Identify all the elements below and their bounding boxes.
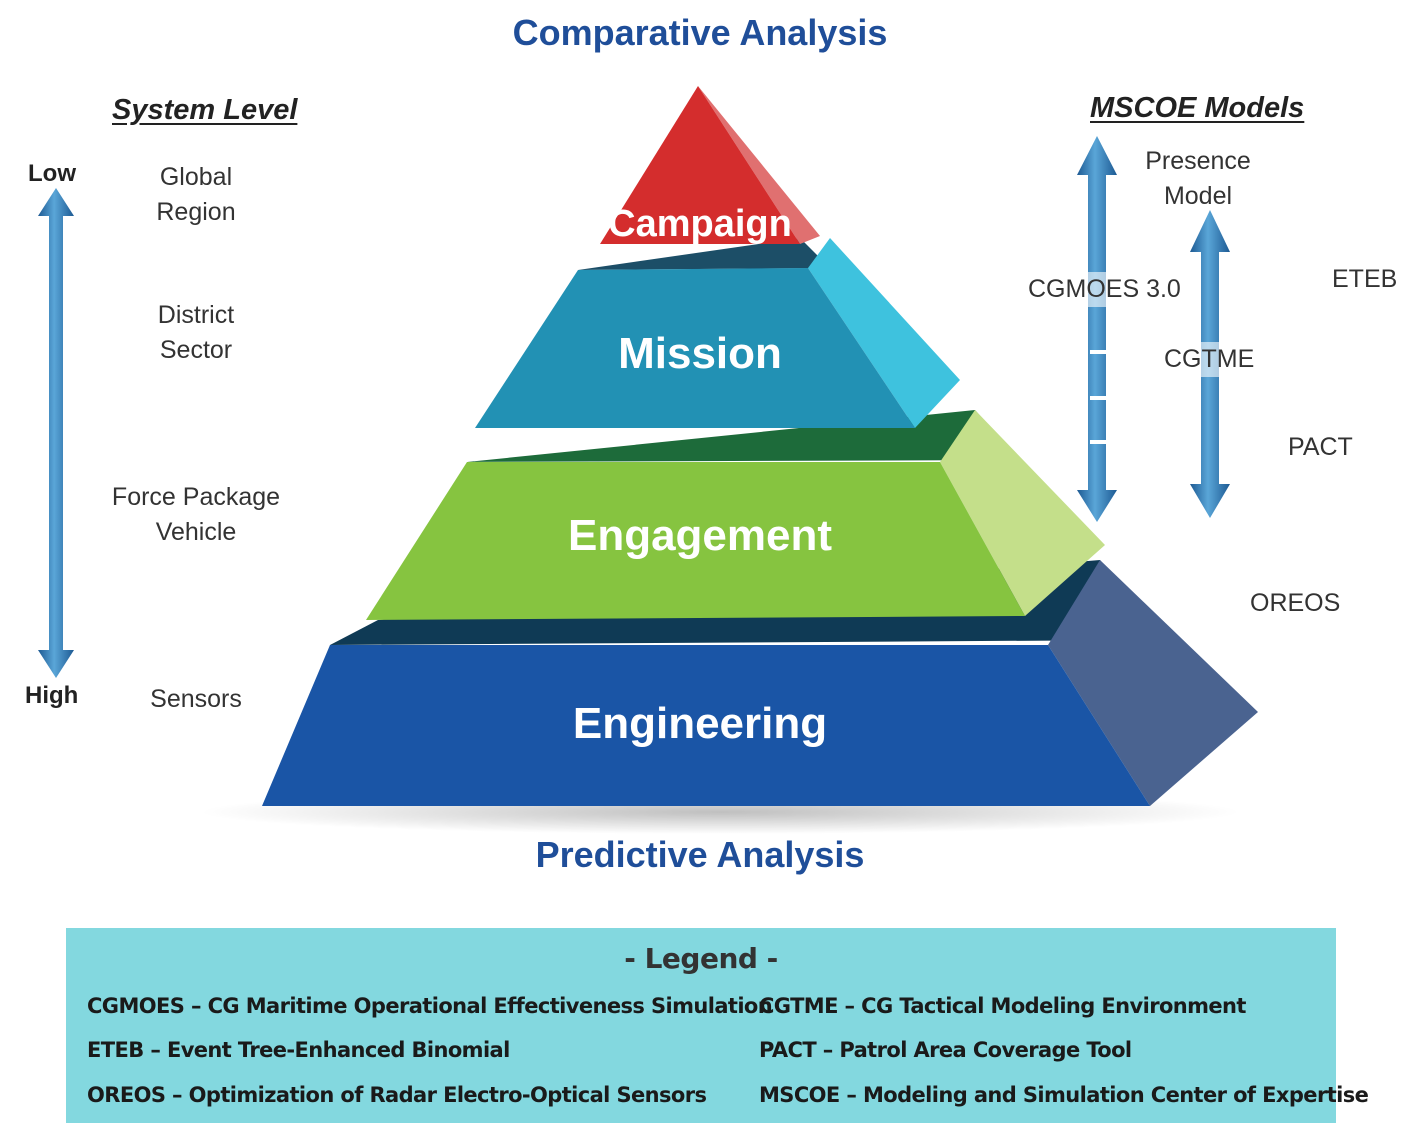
low-label: Low: [28, 160, 76, 187]
model-eteb: ETEB: [1332, 265, 1398, 293]
legend-item-oreos: OREOS – Optimization of Radar Electro-Op…: [87, 1083, 707, 1107]
legend-item-mscoe: MSCOE – Modeling and Simulation Center o…: [759, 1083, 1369, 1107]
legend-item-eteb: ETEB – Event Tree-Enhanced Binomial: [87, 1038, 510, 1062]
tier-label-campaign: Campaign: [608, 203, 792, 245]
pyramid-diagram: Campaign Mission Engagement Engineering: [200, 86, 1258, 834]
level-force-package-vehicle: Force Package Vehicle: [111, 483, 281, 546]
legend-item-cgtme: CGTME – CG Tactical Modeling Environment: [759, 994, 1246, 1018]
tier-engagement: [366, 410, 1105, 620]
tier-mission: [475, 238, 960, 428]
bottom-title: Predictive Analysis: [535, 834, 865, 875]
top-title: Comparative Analysis: [512, 12, 888, 53]
tier-label-engineering: Engineering: [573, 699, 827, 748]
model-cgtme: CGTME: [1164, 342, 1255, 377]
mscoe-heading: MSCOE Models: [1090, 92, 1305, 124]
tier-label-engagement: Engagement: [568, 511, 832, 560]
level-sensors: Sensors: [150, 685, 242, 713]
cgmoes-arrow-icon: [1077, 136, 1117, 522]
system-level-arrow-icon: [38, 188, 74, 678]
tier-label-mission: Mission: [618, 329, 782, 378]
legend-box: - Legend - CGMOES – CG Maritime Operatio…: [66, 928, 1369, 1123]
tier-campaign: [600, 86, 820, 244]
model-oreos: OREOS: [1250, 589, 1341, 617]
model-pact: PACT: [1288, 433, 1353, 461]
model-cgmoes: CGMOES 3.0: [1028, 272, 1181, 307]
legend-item-pact: PACT – Patrol Area Coverage Tool: [759, 1038, 1132, 1062]
system-level-heading: System Level: [112, 94, 298, 126]
model-presence: Presence Model: [1145, 147, 1251, 210]
legend-title: - Legend -: [624, 942, 778, 975]
high-label: High: [25, 682, 79, 709]
level-global-region: Global Region: [156, 163, 236, 226]
legend-item-cgmoes: CGMOES – CG Maritime Operational Effecti…: [87, 994, 773, 1018]
level-district-sector: District Sector: [157, 301, 235, 364]
